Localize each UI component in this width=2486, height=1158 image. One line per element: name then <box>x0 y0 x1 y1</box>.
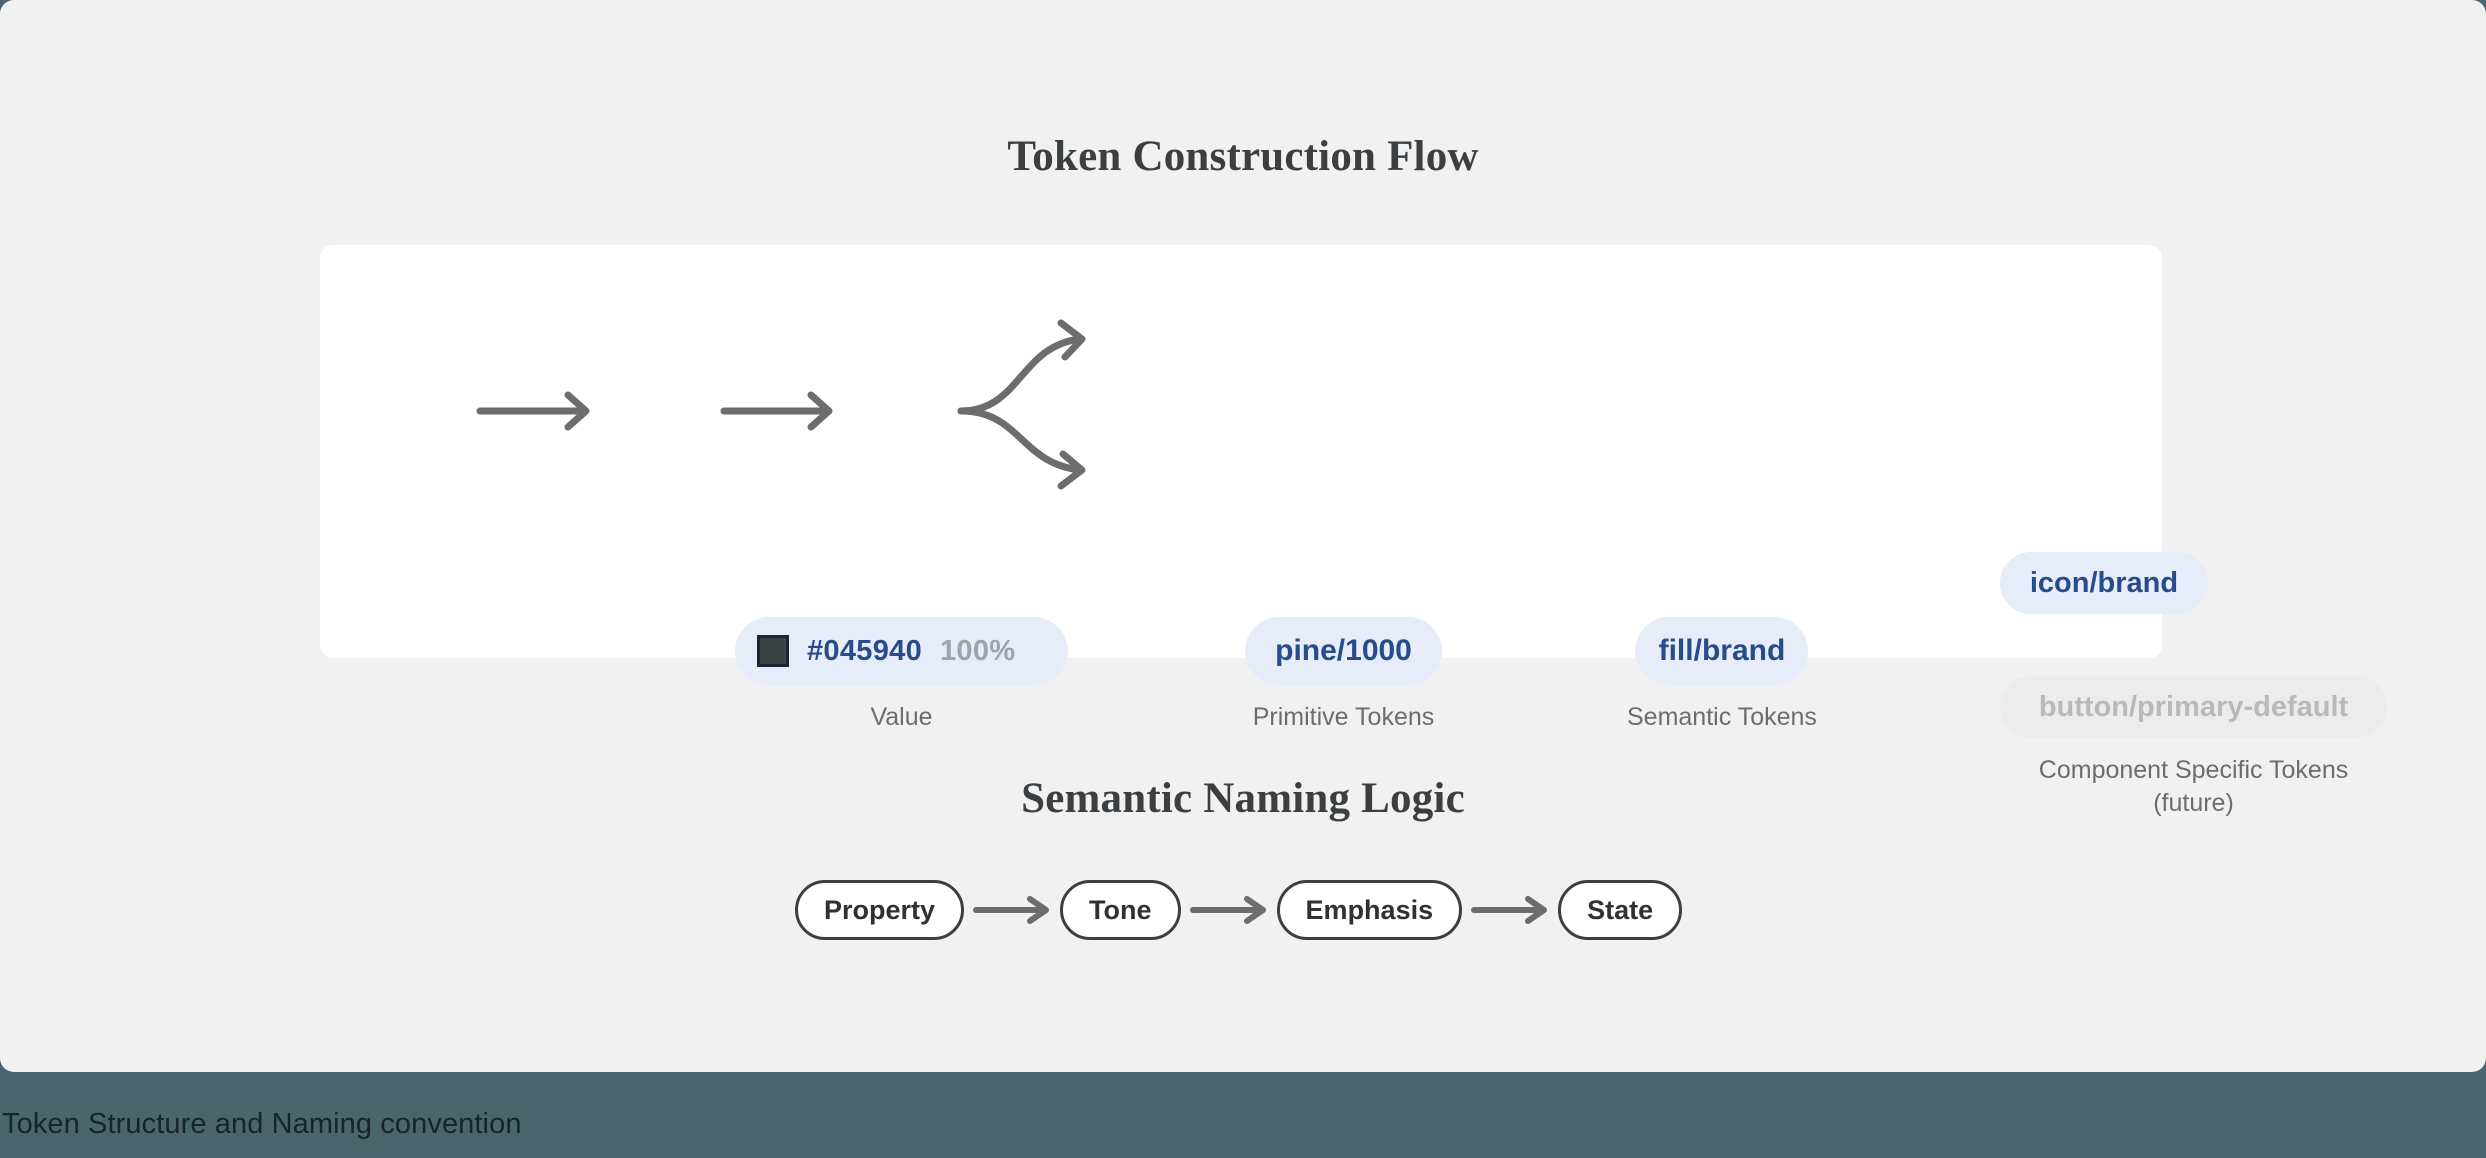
node-caption-component: Component Specific Tokens (future) <box>2038 756 2349 817</box>
node-caption-primitive: Primitive Tokens <box>1252 703 1435 731</box>
page-title-semantic-naming-logic: Semantic Naming Logic <box>1021 775 1465 822</box>
icon-brand-chip[interactable]: icon/brand <box>2000 552 2208 614</box>
node-icon-brand[interactable]: icon/brand <box>2000 552 2208 614</box>
node-caption-semantic: Semantic Tokens <box>1627 703 1817 731</box>
value-hex: #045940 <box>807 634 922 667</box>
semantic-naming-logic-row: Property Tone Emphasis <box>0 880 2486 976</box>
node-caption-value: Value <box>870 703 933 731</box>
naming-step-state[interactable]: State <box>1558 880 1683 940</box>
node-primitive-tokens[interactable]: pine/1000 Primitive Tokens <box>1245 617 1442 734</box>
color-swatch-icon <box>757 635 789 667</box>
caption-text: Token Structure and Naming convention <box>2 1108 522 1140</box>
semantic-token-chip[interactable]: fill/brand <box>1635 617 1809 685</box>
primitive-token-chip[interactable]: pine/1000 <box>1245 617 1442 685</box>
naming-step-property[interactable]: Property <box>795 880 965 940</box>
bottom-caption-bar: Token Structure and Naming convention <box>0 1072 2486 1158</box>
arrow-semantic-to-icon-brand <box>957 335 1084 415</box>
page-panel: Token Construction Flow #045940 <box>0 0 2486 1072</box>
naming-step-emphasis[interactable]: Emphasis <box>1276 880 1463 940</box>
node-semantic-tokens[interactable]: fill/brand Semantic Tokens <box>1627 617 1817 734</box>
component-token-chip[interactable]: button/primary-default <box>2000 676 2387 738</box>
value-chip[interactable]: #045940 100% <box>735 617 1068 685</box>
arrow-property-to-tone <box>973 896 1050 924</box>
value-alpha: 100% <box>940 634 1016 667</box>
node-value[interactable]: #045940 100% Value <box>735 617 1068 734</box>
naming-step-tone[interactable]: Tone <box>1060 880 1181 940</box>
arrow-tone-to-emphasis <box>1189 896 1266 924</box>
node-component-specific-tokens[interactable]: button/primary-default Component Specifi… <box>2000 676 2387 819</box>
flow-arrows <box>476 319 1086 490</box>
token-construction-flow-card: #045940 100% Value pine/1000 Primitive T… <box>320 245 2387 817</box>
arrow-emphasis-to-state <box>1471 896 1548 924</box>
page-title-token-construction-flow: Token Construction Flow <box>1007 133 1479 180</box>
arrow-semantic-to-component <box>957 407 1084 474</box>
